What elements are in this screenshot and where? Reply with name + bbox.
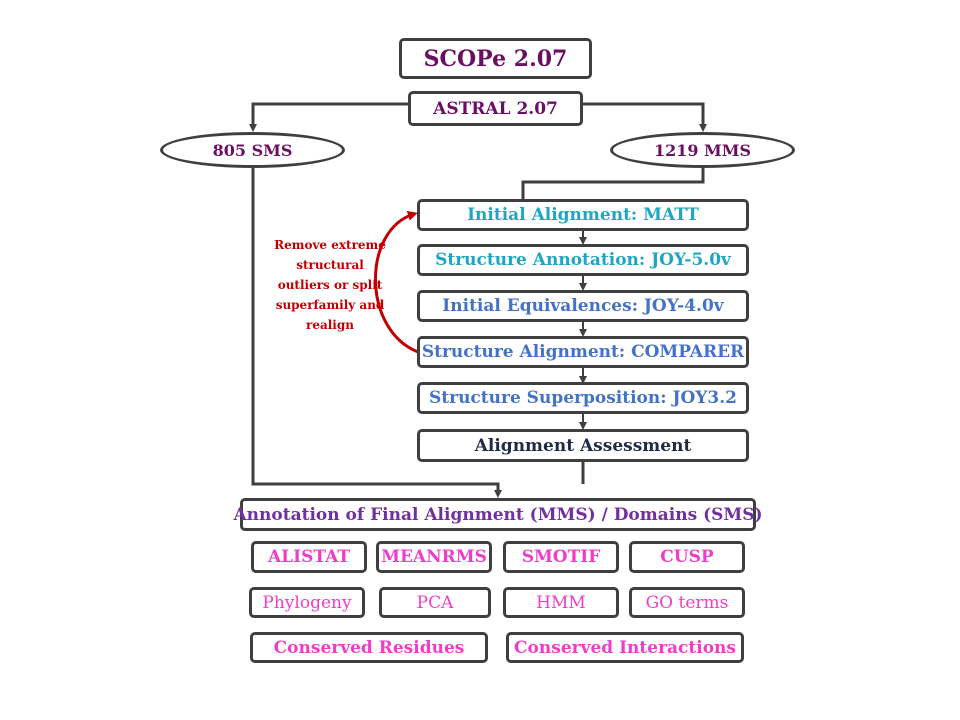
tool-label: CUSP [660,547,714,567]
astral-label: ASTRAL 2.07 [433,98,558,119]
mms-oval: 1219 MMS [610,132,795,168]
astral-box: ASTRAL 2.07 [408,91,583,126]
step-matt-label: Initial Alignment: MATT [467,205,699,225]
realign-note: Remove extreme structural outliers or sp… [268,235,392,335]
annotation-label: Annotation of Final Alignment (MMS) / Do… [233,504,763,525]
step-matt: Initial Alignment: MATT [417,199,749,231]
step-joy4: Initial Equivalences: JOY-4.0v [417,290,749,322]
sms-oval: 805 SMS [160,132,345,168]
step-comparer: Structure Alignment: COMPARER [417,336,749,368]
analysis-label: Phylogeny [262,592,352,613]
realign-note-line: Remove extreme [274,238,386,252]
realign-loop-arrow [374,210,419,354]
conserved-label: Conserved Interactions [514,637,736,658]
analysis-label: GO terms [645,592,729,613]
step-joy32-label: Structure Superposition: JOY3.2 [428,388,738,408]
tool-label: SMOTIF [521,547,601,567]
step-joy4-label: Initial Equivalences: JOY-4.0v [442,296,724,316]
scope-box: SCOPe 2.07 [399,38,592,79]
realign-note-line: structural [296,258,364,272]
analysis-go-terms: GO terms [629,587,745,618]
conserved-interactions: Conserved Interactions [506,632,744,663]
realign-note-line: outliers or split [277,278,383,292]
conserved-label: Conserved Residues [273,637,465,658]
tool-smotif: SMOTIF [503,541,619,573]
sms-label: 805 SMS [212,140,293,160]
scope-label: SCOPe 2.07 [423,45,568,72]
step-joy5-label: Structure Annotation: JOY-5.0v [435,250,731,270]
step-joy32: Structure Superposition: JOY3.2 [417,382,749,414]
connector-mms-to-matt [521,167,705,200]
tool-meanrms: MEANRMS [376,541,492,573]
mms-label: 1219 MMS [653,140,752,160]
conserved-residues: Conserved Residues [250,632,488,663]
analysis-pca: PCA [379,587,491,618]
tool-label: MEANRMS [381,547,487,567]
tool-cusp: CUSP [629,541,745,573]
connector-to-sms [249,102,410,132]
realign-note-line: superfamily and [275,298,385,312]
analysis-phylogeny: Phylogeny [249,587,365,618]
step-assessment: Alignment Assessment [417,429,749,462]
analysis-label: HMM [536,592,586,613]
connector-to-mms [582,102,707,132]
analysis-hmm: HMM [503,587,619,618]
tool-label: ALISTAT [267,547,350,567]
connector-sms-to-annotation [251,167,502,498]
step-comparer-label: Structure Alignment: COMPARER [421,342,745,362]
step-assessment-label: Alignment Assessment [474,435,692,456]
realign-note-line: realign [306,318,354,332]
tool-alistat: ALISTAT [251,541,367,573]
annotation-box: Annotation of Final Alignment (MMS) / Do… [233,498,763,531]
step-joy5: Structure Annotation: JOY-5.0v [417,244,749,276]
analysis-label: PCA [416,592,454,613]
